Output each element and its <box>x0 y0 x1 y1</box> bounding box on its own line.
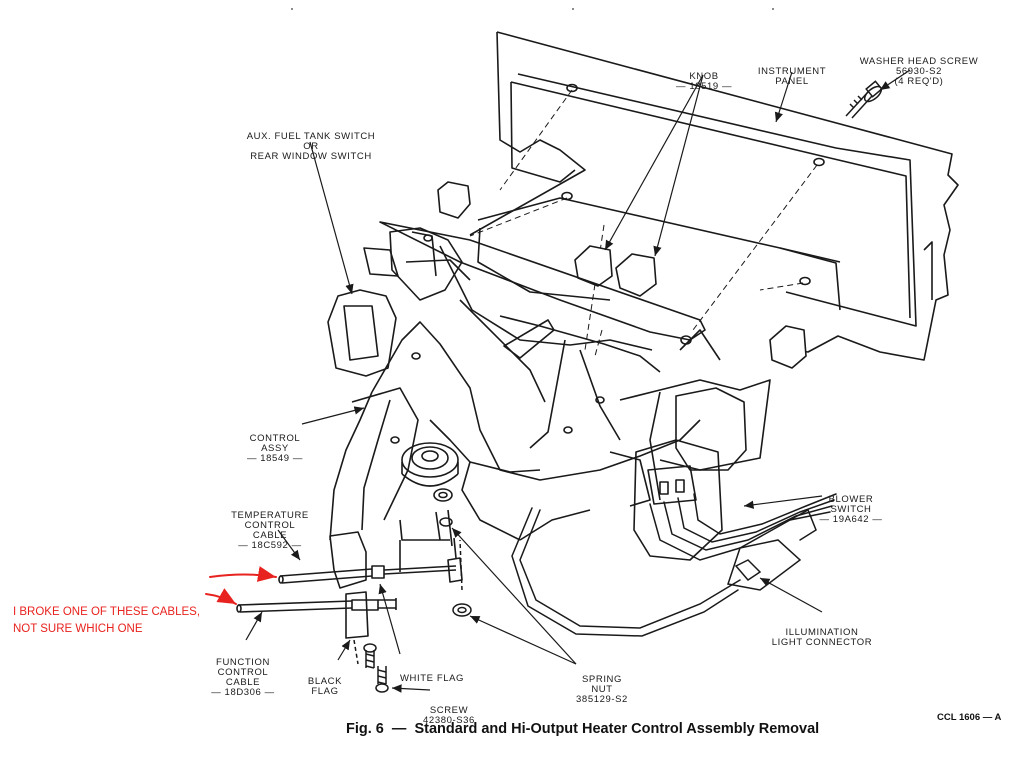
figure-caption: Fig. 6 — Standard and Hi-Output Heater C… <box>346 721 820 737</box>
blower-switch-drawing <box>633 387 747 561</box>
broken-cable-annotation: I BROKE ONE OF THESE CABLES,NOT SURE WHI… <box>13 606 201 635</box>
annotation-arrows <box>205 566 277 605</box>
control-assembly-drawing <box>327 221 771 541</box>
knob-label: KNOB— 18519 — <box>676 71 733 92</box>
alignment-dashes <box>469 89 818 357</box>
fasteners-drawing <box>353 517 472 693</box>
wiring-harness-drawing <box>511 493 837 637</box>
instrument-panel-drawing <box>469 31 959 361</box>
washer-head-screw-drawing <box>845 80 883 119</box>
leader-lines <box>245 69 911 693</box>
control-wheel-drawing <box>401 442 459 502</box>
knob-drawings <box>437 181 807 369</box>
white-flag-label: WHITE FLAG <box>399 673 465 684</box>
figure-code: CCL 1606 — A <box>937 712 1002 723</box>
cables-drawing <box>236 509 463 639</box>
